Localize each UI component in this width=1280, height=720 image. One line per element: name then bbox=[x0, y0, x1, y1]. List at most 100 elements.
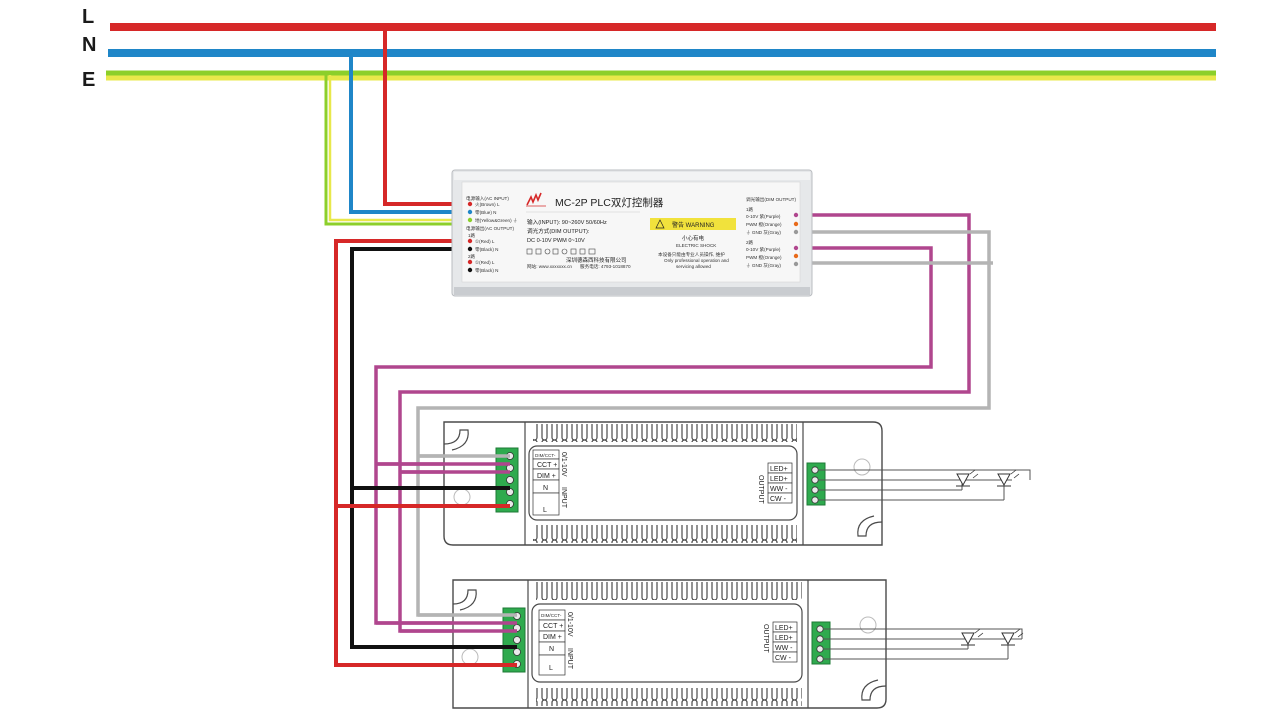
driver2-terminal-dimcct-minus: DIM/CCT- bbox=[541, 613, 562, 618]
driver1-terminal-ww-minus: WW - bbox=[770, 486, 788, 493]
spec-dim-label: 调光方式(DIM OUTPUT): bbox=[527, 227, 590, 235]
driver1-terminal-cct-plus: CCT + bbox=[537, 462, 557, 469]
brand-logo bbox=[526, 192, 546, 207]
ch2-pwm-label: PWM 橙(Orange) bbox=[746, 254, 782, 261]
led-load-1 bbox=[818, 469, 1031, 501]
driver2-dim-voltage-label: 0/1-10V bbox=[566, 612, 573, 637]
controller-title: MC-2P PLC双灯控制器 bbox=[555, 196, 664, 209]
driver2-terminal-l: L bbox=[549, 665, 553, 672]
warning-note-en1: Only professional operation and bbox=[664, 258, 729, 263]
warning-triangle-icon bbox=[655, 219, 665, 229]
driver1-terminal-dim-plus: DIM + bbox=[537, 473, 556, 480]
driver2-terminal-led-plus-1: LED+ bbox=[775, 625, 793, 632]
company-name: 深圳德森西科技有限公司 bbox=[566, 256, 627, 264]
warning-header: 警告 WARNING bbox=[672, 221, 715, 229]
output1-l-label: ①(Red) L bbox=[475, 239, 495, 244]
driver2-output-label: OUTPUT bbox=[762, 624, 769, 654]
spec-dim-values: DC 0-10V PWM 0~10V bbox=[527, 238, 585, 244]
led-driver-1: DIM/CCT- CCT + DIM + N L 0/1-10V INPUT O… bbox=[443, 421, 883, 546]
input-e-label: 地(Yellow&Green) ⏚ bbox=[475, 217, 517, 223]
driver1-dim-voltage-label: 0/1-10V bbox=[560, 452, 567, 477]
ch2-010v-label: 0-10V 紫(Purple) bbox=[746, 247, 781, 252]
warning-note-cn: 本设备只能由专业人员操作, 维护 bbox=[658, 251, 725, 258]
ch1-gnd-terminal bbox=[793, 229, 799, 235]
driver2-terminal-cw-minus: CW - bbox=[775, 655, 792, 662]
driver1-terminal-led-plus-1: LED+ bbox=[770, 466, 788, 473]
warning-en: ELECTRIC SHOCK bbox=[676, 243, 717, 248]
driver2-terminal-n: N bbox=[549, 646, 554, 653]
ch2-gnd-terminal bbox=[793, 261, 799, 267]
ch2-010v-terminal bbox=[793, 245, 799, 251]
led-load-2 bbox=[823, 628, 1024, 660]
ch1-pwm-label: PWM 橙(Orange) bbox=[746, 221, 782, 228]
ch1-010v-terminal bbox=[793, 212, 799, 218]
driver2-input-label: INPUT bbox=[566, 648, 573, 670]
dim-output-label: 调光输出(DIM OUTPUT) bbox=[746, 196, 796, 203]
input-e-terminal bbox=[467, 217, 473, 223]
driver1-heatsink-bottom bbox=[533, 525, 797, 543]
dim-ch1-label: 1路 bbox=[746, 206, 754, 213]
certification-icons bbox=[526, 248, 596, 255]
power-bus: L N E bbox=[82, 6, 1216, 91]
output-ch1-label: 1路 bbox=[468, 232, 476, 239]
warning-note-en2: servicing allowed bbox=[676, 264, 711, 269]
company-phone: 服务电话: 4793-1018870 bbox=[580, 263, 631, 270]
earth-feed-wire-green bbox=[324, 75, 474, 226]
driver2-mount-notch-right bbox=[861, 679, 887, 701]
live-bus-label: L bbox=[82, 6, 94, 28]
controller-label-panel bbox=[461, 181, 801, 283]
earth-feed-wire-yellow bbox=[328, 75, 474, 222]
driver1-output-terminal-block bbox=[806, 462, 826, 506]
warning-cn: 小心有电 bbox=[682, 234, 705, 242]
driver1-terminal-l: L bbox=[543, 507, 547, 514]
driver1-terminal-led-plus-2: LED+ bbox=[770, 476, 788, 483]
output1-l-terminal bbox=[467, 238, 473, 244]
output1-n-label: 零(Black) N bbox=[475, 247, 498, 253]
spec-input: 输入(INPUT): 90~260V 50/60Hz bbox=[527, 218, 607, 226]
driver2-terminal-cct-plus: CCT + bbox=[543, 623, 563, 630]
driver2-mount-notch-left bbox=[452, 589, 477, 611]
driver2-heatsink-top bbox=[536, 582, 802, 600]
driver2-terminal-ww-minus: WW - bbox=[775, 645, 793, 652]
ch2-pwm-terminal bbox=[793, 253, 799, 259]
driver1-mount-notch-right bbox=[857, 515, 883, 537]
led-load-2-wires bbox=[823, 628, 1023, 660]
driver2-output-label-table: LED+ LED+ WW - CW - bbox=[772, 621, 798, 663]
driver1-terminal-dimcct-minus: DIM/CCT- bbox=[535, 453, 556, 458]
warning-panel: 警告 WARNING 小心有电 ELECTRIC SHOCK 本设备只能由专业人… bbox=[650, 218, 736, 269]
driver2-heatsink-bottom bbox=[536, 688, 802, 706]
driver1-label-area bbox=[528, 445, 798, 521]
driver1-screw-right bbox=[853, 458, 871, 476]
ch1-pwm-terminal bbox=[793, 221, 799, 227]
ac-output-label: 电源输出(AC OUTPUT) bbox=[466, 225, 514, 232]
input-l-label: 火(Brown) L bbox=[475, 202, 500, 207]
input-l-terminal bbox=[467, 201, 473, 207]
driver1-output-label-table: LED+ LED+ WW - CW - bbox=[767, 462, 793, 504]
earth-bus-label: E bbox=[82, 69, 95, 91]
neutral-bus-label: N bbox=[82, 34, 96, 56]
driver2-label-area bbox=[531, 603, 803, 683]
controller-feed-wires bbox=[324, 27, 474, 226]
driver2-output-screws bbox=[816, 625, 824, 663]
driver2-terminal-led-plus-2: LED+ bbox=[775, 635, 793, 642]
driver1-output-screws bbox=[811, 466, 819, 504]
driver2-output-terminal-block bbox=[811, 621, 831, 665]
ch1-010v-label: 0-10V 紫(Purple) bbox=[746, 214, 781, 219]
input-n-terminal bbox=[467, 209, 473, 215]
driver1-input-label-table: DIM/CCT- CCT + DIM + N L bbox=[532, 449, 560, 516]
driver1-mount-notch-left bbox=[443, 429, 469, 451]
terminal-wire-stubs bbox=[336, 454, 517, 667]
driver2-terminal-dim-plus: DIM + bbox=[543, 634, 562, 641]
input-n-label: 零(Blue) N bbox=[475, 210, 496, 216]
output1-n-terminal bbox=[467, 246, 473, 252]
led-symbol-warm bbox=[956, 469, 979, 487]
output2-n-label: 零(Black) N bbox=[475, 268, 498, 274]
driver1-terminal-cw-minus: CW - bbox=[770, 496, 787, 503]
dim-ch2-label: 2路 bbox=[746, 239, 754, 246]
output2-l-label: ①(Red) L bbox=[475, 260, 495, 265]
led-symbol-cool bbox=[997, 469, 1020, 487]
led-symbol-warm-2 bbox=[961, 628, 984, 646]
live-feed-wire bbox=[383, 27, 474, 206]
led-driver-2: DIM/CCT- CCT + DIM + N L 0/1-10V INPUT O… bbox=[452, 579, 887, 709]
